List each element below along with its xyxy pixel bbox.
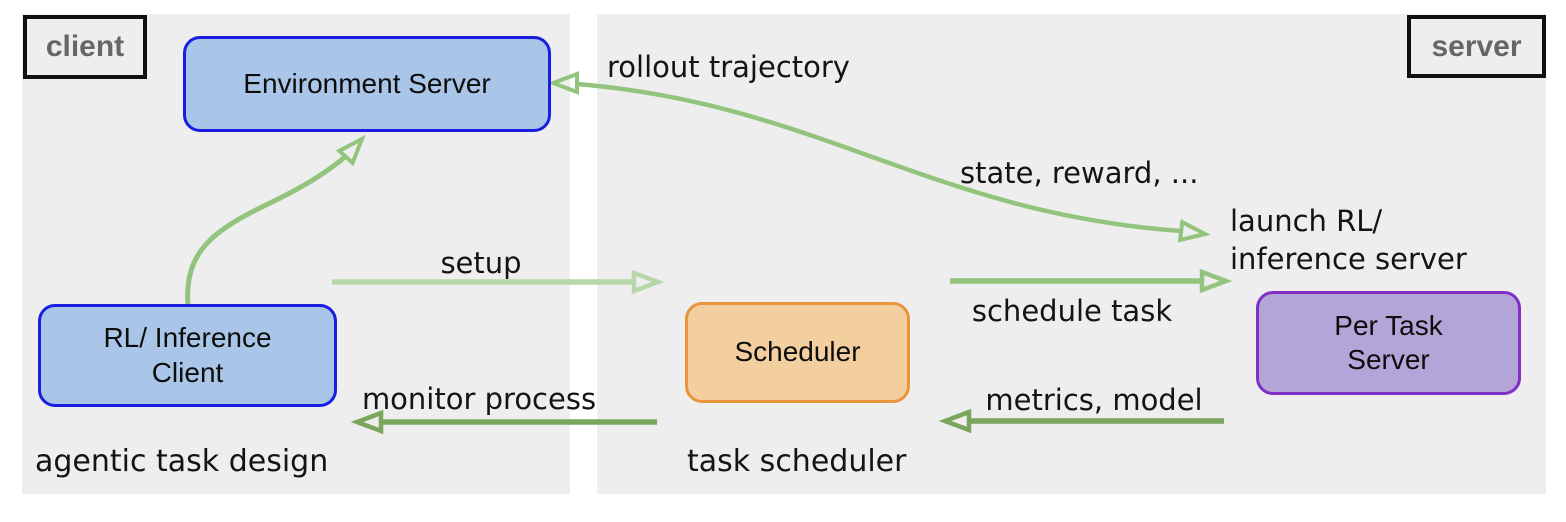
rl-inference-client-label-line1: RL/ Inference: [103, 322, 272, 354]
per-task-server-node: Per Task Server: [1256, 291, 1521, 395]
monitor-process-label: monitor process: [361, 382, 597, 416]
server-panel-caption: task scheduler: [687, 444, 907, 479]
metrics-model-label: metrics, model: [985, 383, 1203, 417]
schedule-task-label: schedule task: [971, 294, 1173, 328]
environment-server-node: Environment Server: [183, 36, 551, 132]
launch-rl-line1: launch RL/: [1230, 204, 1383, 238]
server-corner-label: server: [1407, 15, 1546, 78]
client-panel-caption: agentic task design: [35, 444, 329, 479]
rl-inference-client-node: RL/ Inference Client: [38, 304, 337, 407]
state-reward-label: state, reward, ...: [960, 156, 1199, 190]
setup-label: setup: [440, 246, 522, 280]
per-task-server-label-line2: Server: [1347, 344, 1430, 375]
rollout-trajectory-label: rollout trajectory: [607, 50, 850, 84]
scheduler-node: Scheduler: [685, 302, 910, 403]
launch-rl-inference-label: launch RL/ inference server: [1230, 202, 1467, 278]
rl-inference-client-label-line2: Client: [151, 356, 224, 388]
scheduler-label: Scheduler: [734, 336, 861, 368]
client-corner-label: client: [23, 15, 147, 79]
launch-rl-line2: inference server: [1230, 242, 1467, 276]
per-task-server-label-line1: Per Task: [1334, 309, 1443, 341]
client-corner-text: client: [45, 30, 125, 63]
environment-server-label: Environment Server: [243, 67, 491, 99]
server-corner-text: server: [1431, 29, 1522, 63]
